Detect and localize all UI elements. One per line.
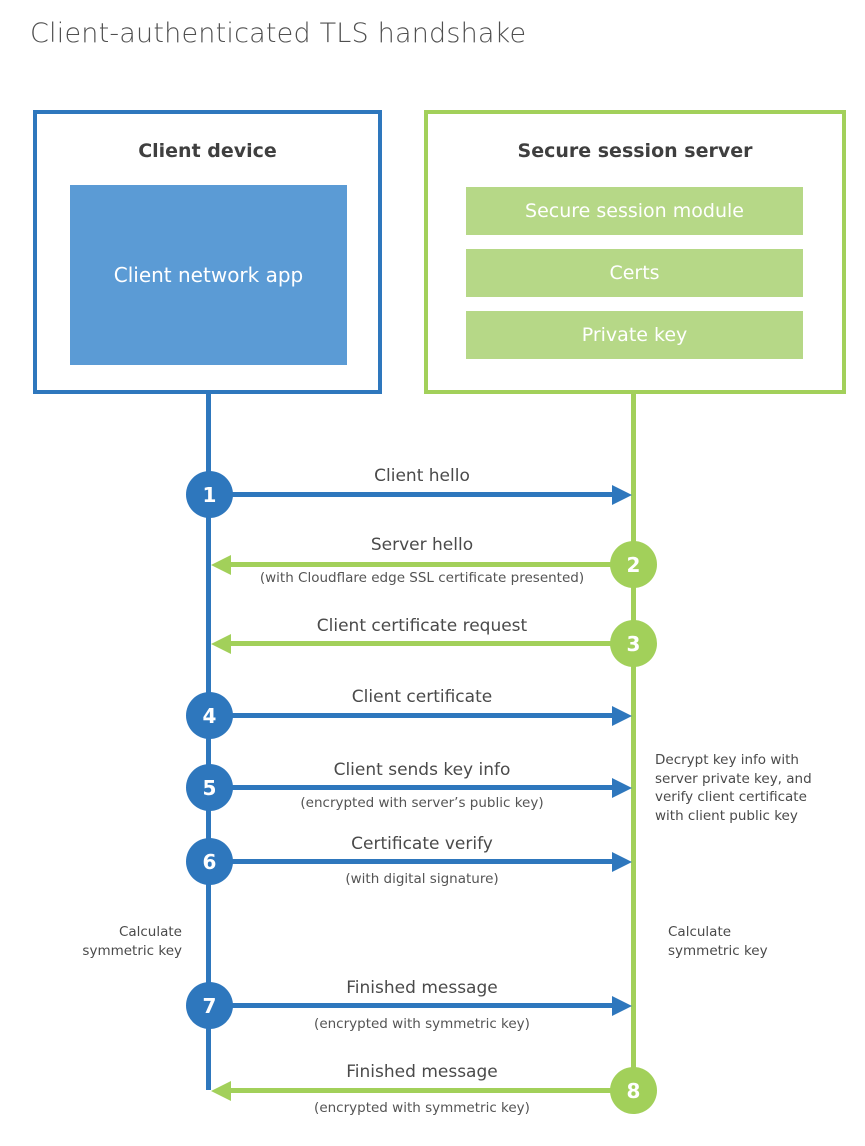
step-2-sublabel: (with Cloudflare edge SSL certificate pr… xyxy=(259,570,585,586)
step-6-circle: 6 xyxy=(186,838,233,885)
step-8-sublabel: (encrypted with symmetric key) xyxy=(314,1100,530,1116)
server-module-private-key: Private key xyxy=(466,311,803,359)
server-module-certs: Certs xyxy=(466,249,803,297)
step-4-circle: 4 xyxy=(186,692,233,739)
arrow-left-icon xyxy=(211,1080,612,1101)
step-2-circle: 2 xyxy=(610,541,657,588)
arrow-right-icon xyxy=(231,851,632,872)
step-8-circle: 8 xyxy=(610,1067,657,1114)
decrypt-key-note: Decrypt key info with server private key… xyxy=(655,752,812,824)
arrow-right-icon xyxy=(231,777,632,798)
client-lifeline xyxy=(206,392,211,1090)
step-6-label: Certificate verify xyxy=(351,834,493,854)
arrow-left-icon xyxy=(211,554,612,575)
step-7-sublabel: (encrypted with symmetric key) xyxy=(314,1016,530,1032)
step-7-label: Finished message xyxy=(346,978,498,998)
step-4-label: Client certificate xyxy=(351,687,493,707)
step-8-label: Finished message xyxy=(346,1062,498,1082)
client-network-app-box: Client network app xyxy=(70,185,347,365)
client-network-app-label: Client network app xyxy=(113,263,304,287)
page-title: Client-authenticated TLS handshake xyxy=(30,18,527,49)
calculate-symmetric-key-left: Calculate symmetric key xyxy=(82,924,182,959)
step-7-circle: 7 xyxy=(186,982,233,1029)
secure-session-server-title: Secure session server xyxy=(517,140,753,162)
arrow-left-icon xyxy=(211,633,612,654)
step-3-label: Client certificate request xyxy=(316,616,528,636)
step-3-circle: 3 xyxy=(610,620,657,667)
calculate-symmetric-key-right: Calculate symmetric key xyxy=(668,924,768,959)
server-module-secure-session: Secure session module xyxy=(466,187,803,235)
arrow-right-icon xyxy=(231,995,632,1016)
step-1-label: Client hello xyxy=(374,466,470,486)
arrow-right-icon xyxy=(231,484,632,505)
step-2-label: Server hello xyxy=(370,535,474,555)
step-5-circle: 5 xyxy=(186,764,233,811)
step-1-circle: 1 xyxy=(186,471,233,518)
arrow-right-icon xyxy=(231,705,632,726)
client-device-title: Client device xyxy=(138,140,277,162)
server-lifeline xyxy=(631,392,636,1113)
step-5-label: Client sends key info xyxy=(333,760,511,780)
step-5-sublabel: (encrypted with server’s public key) xyxy=(300,795,544,811)
step-6-sublabel: (with digital signature) xyxy=(345,871,499,887)
